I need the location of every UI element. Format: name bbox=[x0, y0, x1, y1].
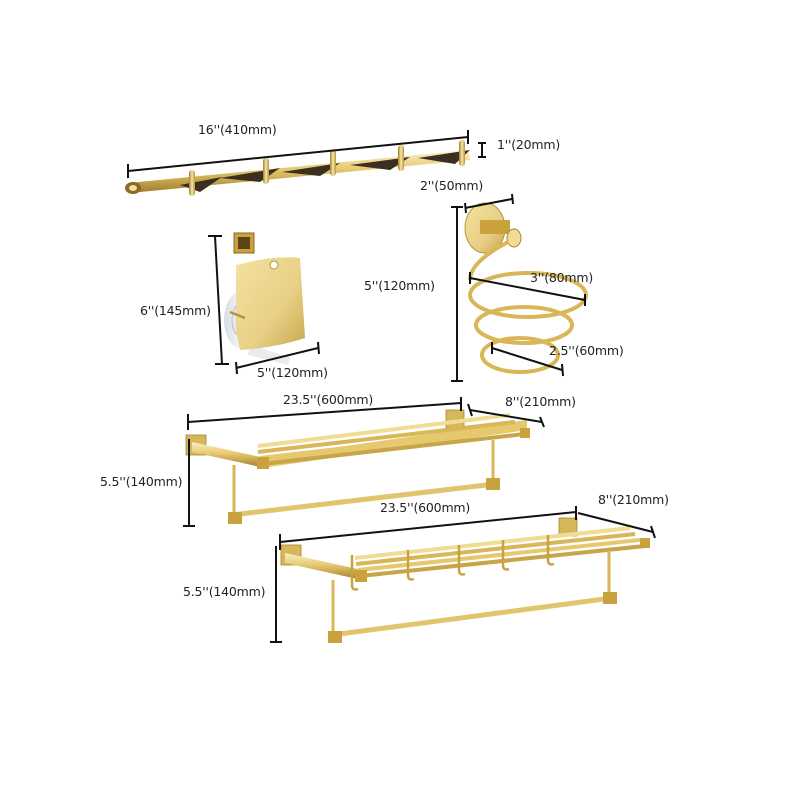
hair-dryer-bottom-diameter-label: 2.5''(60mm) bbox=[549, 343, 624, 358]
towel-rack-with-hooks-dimension-lines bbox=[270, 506, 656, 643]
hair-dryer-dimension-lines bbox=[451, 193, 586, 382]
hook-rail-length-label: 16''(410mm) bbox=[198, 122, 277, 137]
toilet-paper-height-label: 6''(145mm) bbox=[140, 303, 211, 318]
hook bbox=[220, 158, 280, 184]
hook bbox=[350, 145, 410, 171]
hook-rail-height-label: 1''(20mm) bbox=[497, 137, 561, 152]
hook bbox=[418, 140, 470, 166]
hook-rail bbox=[125, 140, 470, 196]
towel-rack-dimension-lines bbox=[183, 397, 545, 527]
hair-dryer-top-diameter-label: 3''(80mm) bbox=[530, 270, 594, 285]
towel-rack-depth-label: 8''(210mm) bbox=[505, 394, 576, 409]
toilet-paper-width-label: 5''(120mm) bbox=[257, 365, 328, 380]
towel-rack bbox=[185, 409, 530, 524]
toilet-paper-holder bbox=[224, 232, 305, 365]
towel-rack-height-label: 5.5''(140mm) bbox=[100, 474, 183, 489]
hair-dryer-base-label: 2''(50mm) bbox=[420, 178, 484, 193]
towel-rack-hooks-depth-label: 8''(210mm) bbox=[598, 492, 669, 507]
towel-rack-hooks-length-label: 23.5''(600mm) bbox=[380, 500, 471, 515]
hook bbox=[282, 150, 340, 176]
towel-rack-hooks-height-label: 5.5''(140mm) bbox=[183, 584, 266, 599]
towel-rack-length-label: 23.5''(600mm) bbox=[283, 392, 374, 407]
rack-hooks bbox=[350, 535, 555, 591]
towel-rack-with-hooks bbox=[280, 517, 650, 643]
toilet-paper-dimension-lines bbox=[208, 235, 320, 375]
hair-dryer-height-label: 5''(120mm) bbox=[364, 278, 435, 293]
hook-rail-dimension-lines bbox=[127, 130, 486, 178]
hook bbox=[180, 170, 222, 196]
